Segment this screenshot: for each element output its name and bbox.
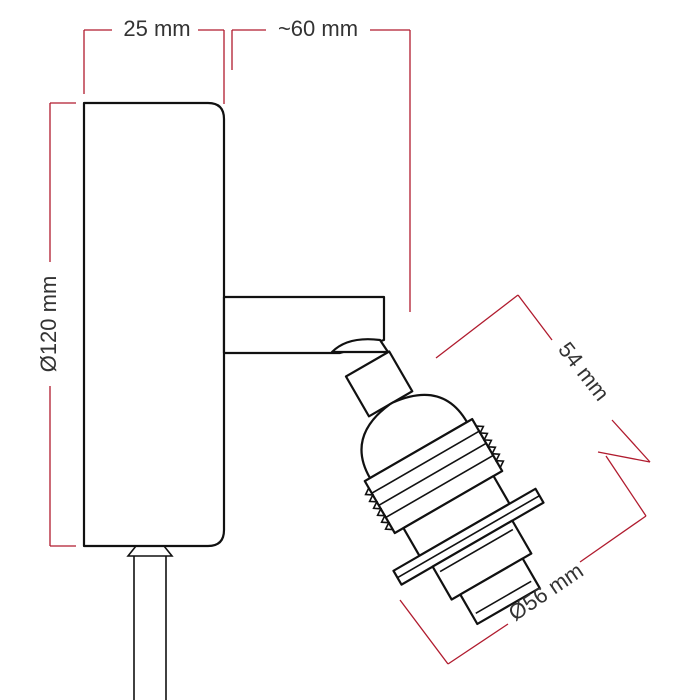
dimension-socket-length-label: 54 mm	[553, 337, 614, 405]
lamp-socket	[344, 350, 545, 626]
dimension-depth: 25 mm	[83, 16, 225, 104]
power-cable	[126, 545, 174, 700]
dimension-arm-reach-label: ~60 mm	[278, 16, 358, 41]
socket-sleeve	[459, 557, 541, 626]
dimension-base-diameter: Ø120 mm	[36, 102, 76, 547]
socket-dome	[360, 393, 469, 480]
dimension-depth-label: 25 mm	[123, 16, 190, 41]
arm	[222, 295, 390, 355]
dimension-arm-reach: ~60 mm	[231, 16, 411, 312]
wall-base	[82, 101, 226, 548]
dimension-base-diameter-label: Ø120 mm	[36, 276, 61, 373]
